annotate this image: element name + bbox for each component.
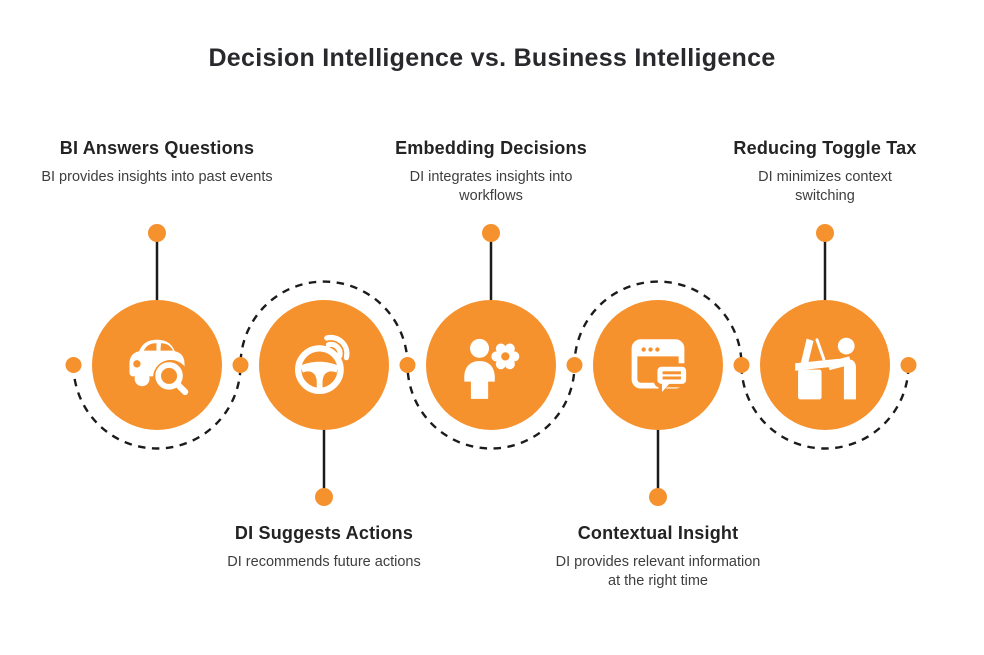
smart-steering-wheel-icon: [295, 334, 350, 394]
milestone-description: DI minimizes context switching: [758, 169, 892, 205]
stem-dot: [649, 488, 667, 506]
page-title: Decision Intelligence vs. Business Intel…: [208, 44, 776, 72]
milestone-label-di-suggests-actions: DI Suggests Actions DI recommends future…: [174, 523, 474, 572]
milestone-description: DI provides relevant information at the …: [555, 554, 761, 590]
browser-chat-icon: [631, 339, 690, 396]
stem-dots: [148, 224, 834, 506]
milestone-description: DI integrates insights into workflows: [409, 169, 573, 205]
wave-node-dot: [900, 357, 917, 373]
milestone-circle-embedding-decisions: [426, 300, 556, 430]
wave-node-dot: [399, 357, 416, 373]
milestone-heading: Reducing Toggle Tax: [733, 138, 917, 158]
milestone-label-contextual-insight: Contextual Insight DI provides relevant …: [508, 523, 808, 591]
milestone-heading: Contextual Insight: [577, 523, 739, 543]
milestone-heading: Embedding Decisions: [395, 138, 587, 158]
milestone-label-bi-answers-questions: BI Answers Questions BI provides insight…: [7, 138, 307, 187]
car-search-icon: [129, 339, 189, 396]
milestone-circle-bi-answers-questions: [92, 300, 222, 430]
stem-dot: [816, 224, 834, 242]
wave-node-dot: [566, 357, 583, 373]
milestone-label-embedding-decisions: Embedding Decisions DI integrates insigh…: [341, 138, 641, 206]
stem-dot: [482, 224, 500, 242]
wave-node-dots: [65, 357, 917, 373]
person-desk-icon: [795, 337, 856, 400]
wave-node-dot: [733, 357, 750, 373]
milestone-circle-di-suggests-actions: [259, 300, 389, 430]
stem-lines: [155, 241, 827, 489]
stem-dot: [315, 488, 333, 506]
milestone-description: BI provides insights into past events: [41, 169, 273, 185]
stem-dot: [148, 224, 166, 242]
wave-node-dot: [65, 357, 82, 373]
wave-node-dot: [232, 357, 249, 373]
person-gear-icon: [464, 338, 520, 399]
milestone-description: DI recommends future actions: [227, 554, 421, 570]
milestone-heading: DI Suggests Actions: [234, 523, 414, 543]
milestone-circle-contextual-insight: [593, 300, 723, 430]
milestone-circle-reducing-toggle-tax: [760, 300, 890, 430]
milestone-heading: BI Answers Questions: [59, 138, 255, 158]
milestone-label-reducing-toggle-tax: Reducing Toggle Tax DI minimizes context…: [675, 138, 975, 206]
